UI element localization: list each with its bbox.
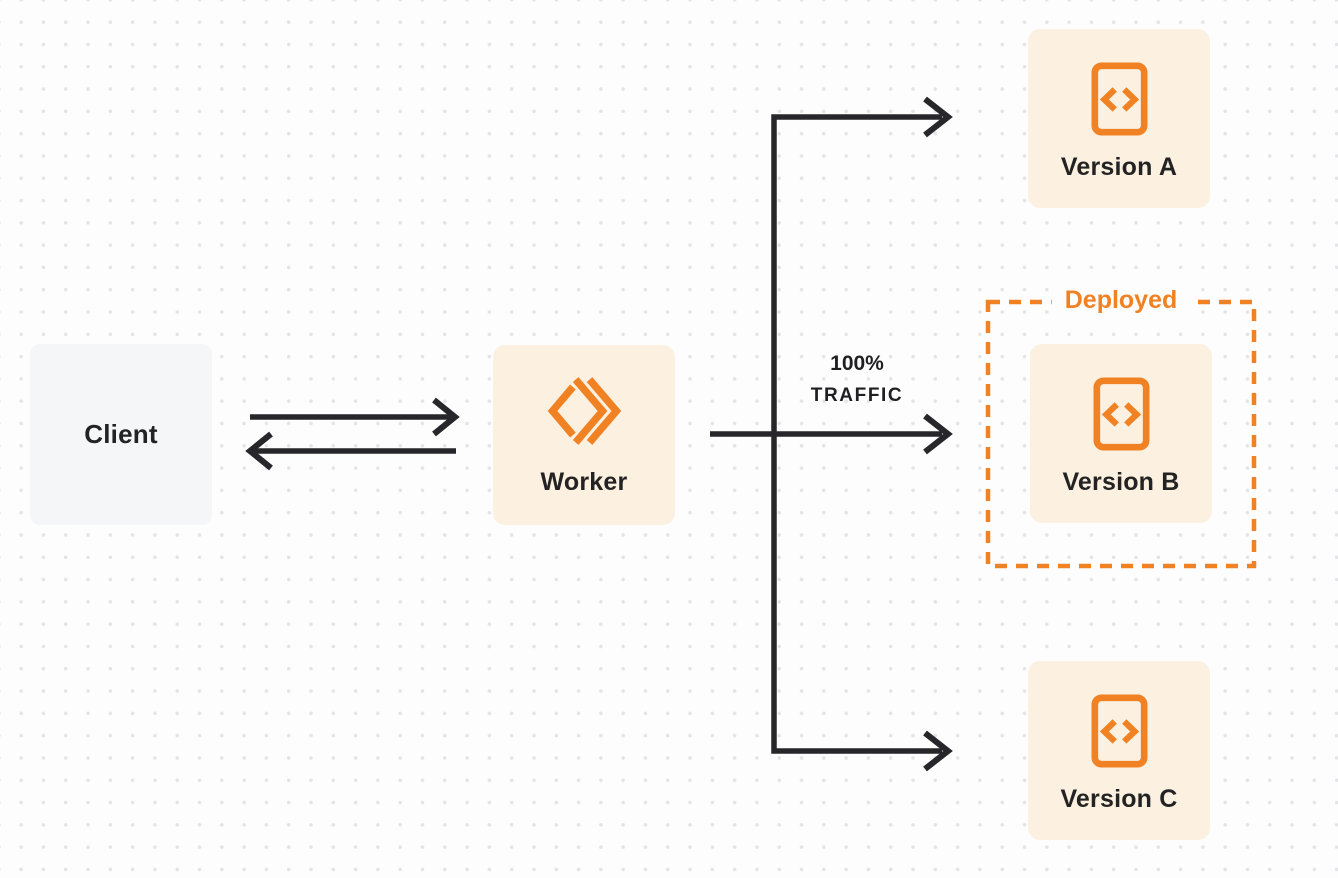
code-file-icon bbox=[1093, 376, 1150, 451]
code-file-icon bbox=[1091, 61, 1148, 136]
worker-label: Worker bbox=[540, 467, 628, 496]
node-client: Client bbox=[30, 344, 212, 525]
version-c-label: Version C bbox=[1060, 784, 1178, 813]
version-a-label: Version A bbox=[1060, 152, 1178, 181]
traffic-annotation: 100% TRAFFIC bbox=[786, 349, 928, 412]
arrowhead-worker-to-client bbox=[245, 431, 273, 471]
traffic-word-label: TRAFFIC bbox=[810, 385, 904, 406]
node-version-a: Version A bbox=[1028, 29, 1210, 208]
arrowhead-to-version-a bbox=[923, 96, 953, 138]
cloudflare-workers-logo-icon bbox=[546, 374, 622, 448]
node-version-b: Version B bbox=[1030, 344, 1212, 523]
code-file-icon bbox=[1091, 693, 1148, 768]
deployed-label: Deployed bbox=[1051, 284, 1191, 316]
client-label: Client bbox=[84, 419, 158, 449]
version-b-label: Version B bbox=[1062, 467, 1180, 496]
deployed-container: Deployed bbox=[985, 284, 1257, 569]
node-version-c: Version C bbox=[1028, 661, 1210, 840]
node-worker: Worker bbox=[493, 345, 675, 525]
arrowhead-to-version-c bbox=[923, 730, 953, 772]
arrowhead-to-version-b bbox=[923, 413, 953, 455]
arrowhead-client-to-worker bbox=[432, 397, 460, 437]
traffic-percent-label: 100% bbox=[830, 352, 884, 375]
